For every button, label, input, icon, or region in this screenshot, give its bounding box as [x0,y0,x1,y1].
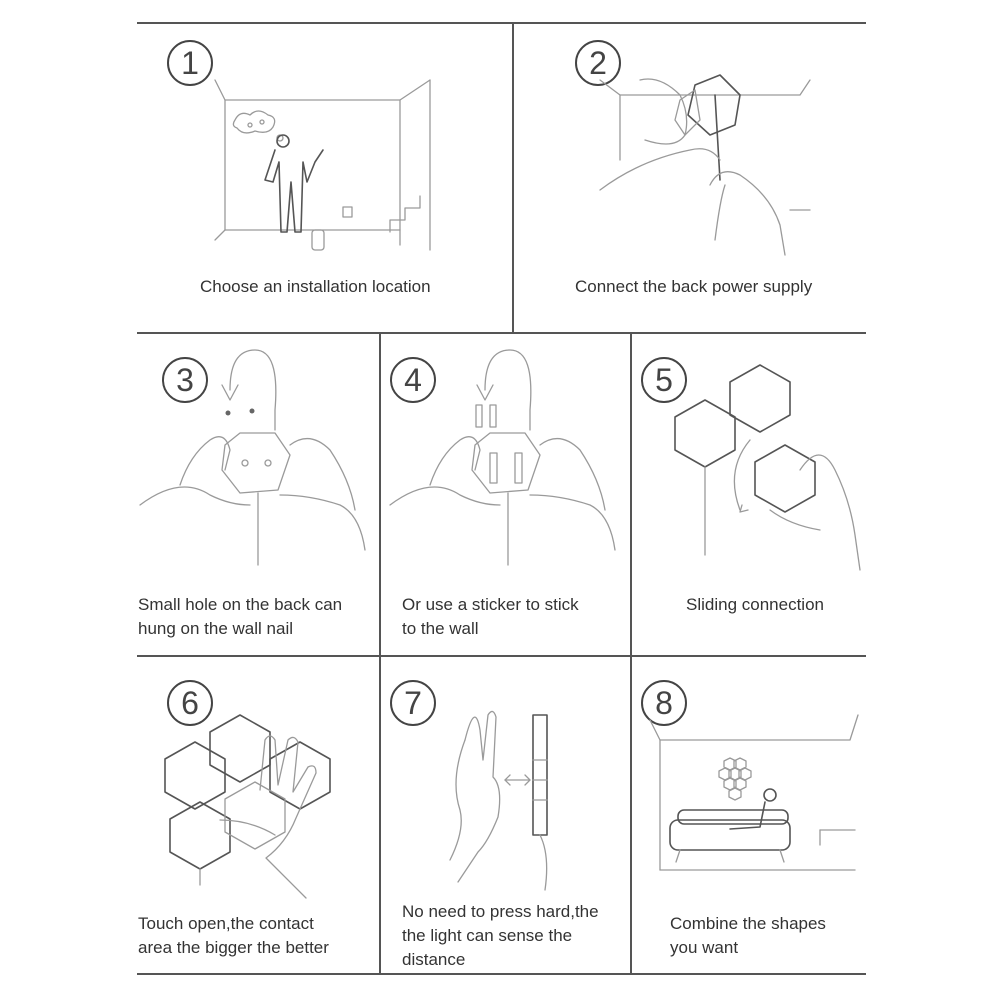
grid-line-row2 [137,655,866,657]
wall-nail-hang-illustration [139,349,366,566]
step-caption-6: Touch open,the contact area the bigger t… [138,912,329,960]
step-caption-5: Sliding connection [686,593,824,617]
grid-divider-b [630,332,632,974]
step-number-6: 6 [167,680,213,726]
step-caption-8: Combine the shapes you want [670,912,826,960]
grid-divider-row1 [512,22,514,333]
caption-line: Connect the back power supply [575,277,813,296]
grid-line-row1 [137,332,866,334]
grid-line-top [137,22,866,24]
caption-line: hung on the wall nail [138,619,294,638]
step-number-4: 4 [390,357,436,403]
grid-divider-a [379,332,381,974]
sticker-illustration [389,349,616,566]
step-number-2: 2 [575,40,621,86]
hand-sensing-illustration [449,710,548,891]
step-number-5: 5 [641,357,687,403]
step-number-7: 7 [390,680,436,726]
sliding-connection-illustration [674,364,861,571]
step-caption-3: Small hole on the back can hung on the w… [138,593,342,641]
caption-line: to the wall [402,619,479,638]
caption-line: distance [402,950,466,969]
step-caption-1: Choose an installation location [200,275,431,299]
caption-line: Or use a sticker to stick [402,595,579,614]
step-caption-4: Or use a sticker to stick to the wall [402,593,579,641]
grid-line-bottom [137,973,866,975]
step-number-3: 3 [162,357,208,403]
step-number-8: 8 [641,680,687,726]
caption-line: area the bigger the better [138,938,329,957]
power-connect-illustration [599,74,811,256]
step-number-1: 1 [167,40,213,86]
step-caption-7: No need to press hard,the the light can … [402,900,599,972]
caption-line: Touch open,the contact [138,914,314,933]
caption-line: Sliding connection [686,595,824,614]
caption-line: Choose an installation location [200,277,431,296]
caption-line: No need to press hard,the [402,902,599,921]
room-illustration [214,79,431,251]
caption-line: Small hole on the back can [138,595,343,614]
caption-line: the light can sense the [402,926,573,945]
touch-panels-illustration [164,714,331,899]
caption-line: you want [670,938,739,957]
step-caption-2: Connect the back power supply [575,275,812,299]
caption-line: Combine the shapes [670,914,826,933]
living-room-illustration [649,714,859,871]
